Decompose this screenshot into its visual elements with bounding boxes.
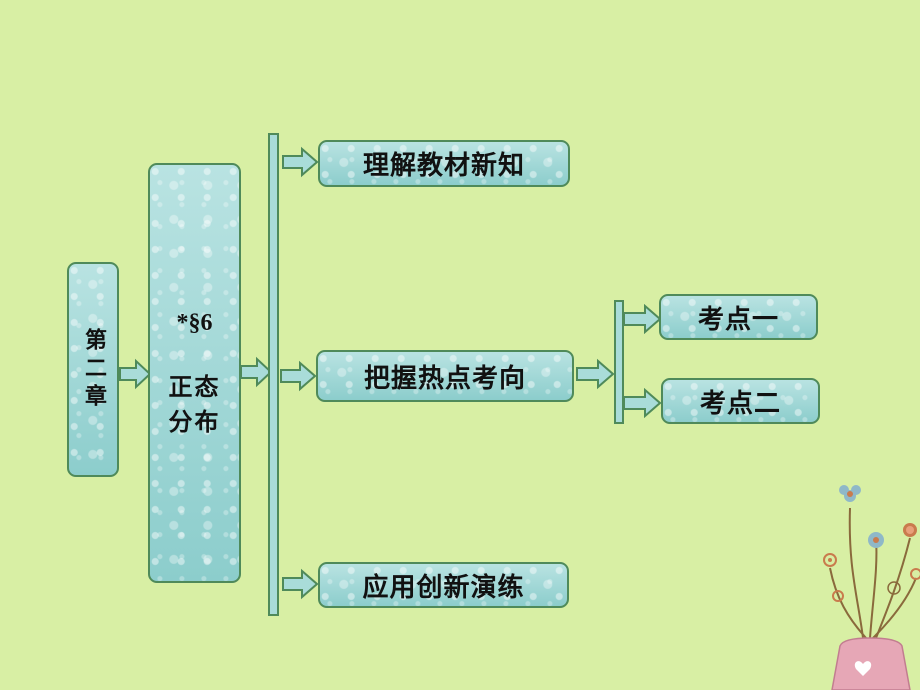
- flower-vase-decoration-icon: [823, 485, 920, 690]
- branch-grasp-hot-topics[interactable]: 把握热点考向: [316, 350, 574, 402]
- arrow-to-branch-2: [280, 360, 316, 392]
- section-box[interactable]: *§6 正态 分布: [148, 163, 241, 583]
- section-number: *§6: [176, 309, 213, 336]
- branch-understand-textbook[interactable]: 理解教材新知: [318, 140, 570, 187]
- branch-3-label: 应用创新演练: [362, 572, 525, 603]
- arrow-branch2-to-subbar: [576, 358, 614, 390]
- sub-1-label: 考点一: [697, 304, 779, 335]
- sub-point-2[interactable]: 考点二: [661, 378, 820, 424]
- arrow-section-to-bar: [240, 356, 272, 388]
- main-bracket-bar: [268, 133, 279, 616]
- branch-1-label: 理解教材新知: [362, 151, 525, 181]
- section-title-line1: 正态: [168, 372, 221, 401]
- sub-bracket-bar: [614, 300, 624, 424]
- arrow-to-sub-1: [623, 304, 661, 334]
- section-title-line2: 分布: [168, 407, 221, 436]
- sub-point-1[interactable]: 考点一: [659, 294, 818, 340]
- branch-application-practice[interactable]: 应用创新演练: [318, 562, 569, 608]
- arrow-to-branch-1: [282, 146, 318, 178]
- chapter-box[interactable]: 第二章: [67, 262, 119, 477]
- arrow-to-sub-2: [623, 388, 661, 418]
- arrow-to-branch-3: [282, 568, 318, 600]
- branch-2-label: 把握热点考向: [363, 363, 526, 394]
- chapter-label: 第二章: [81, 327, 106, 412]
- sub-2-label: 考点二: [699, 388, 781, 419]
- arrow-chapter-to-section: [119, 358, 151, 390]
